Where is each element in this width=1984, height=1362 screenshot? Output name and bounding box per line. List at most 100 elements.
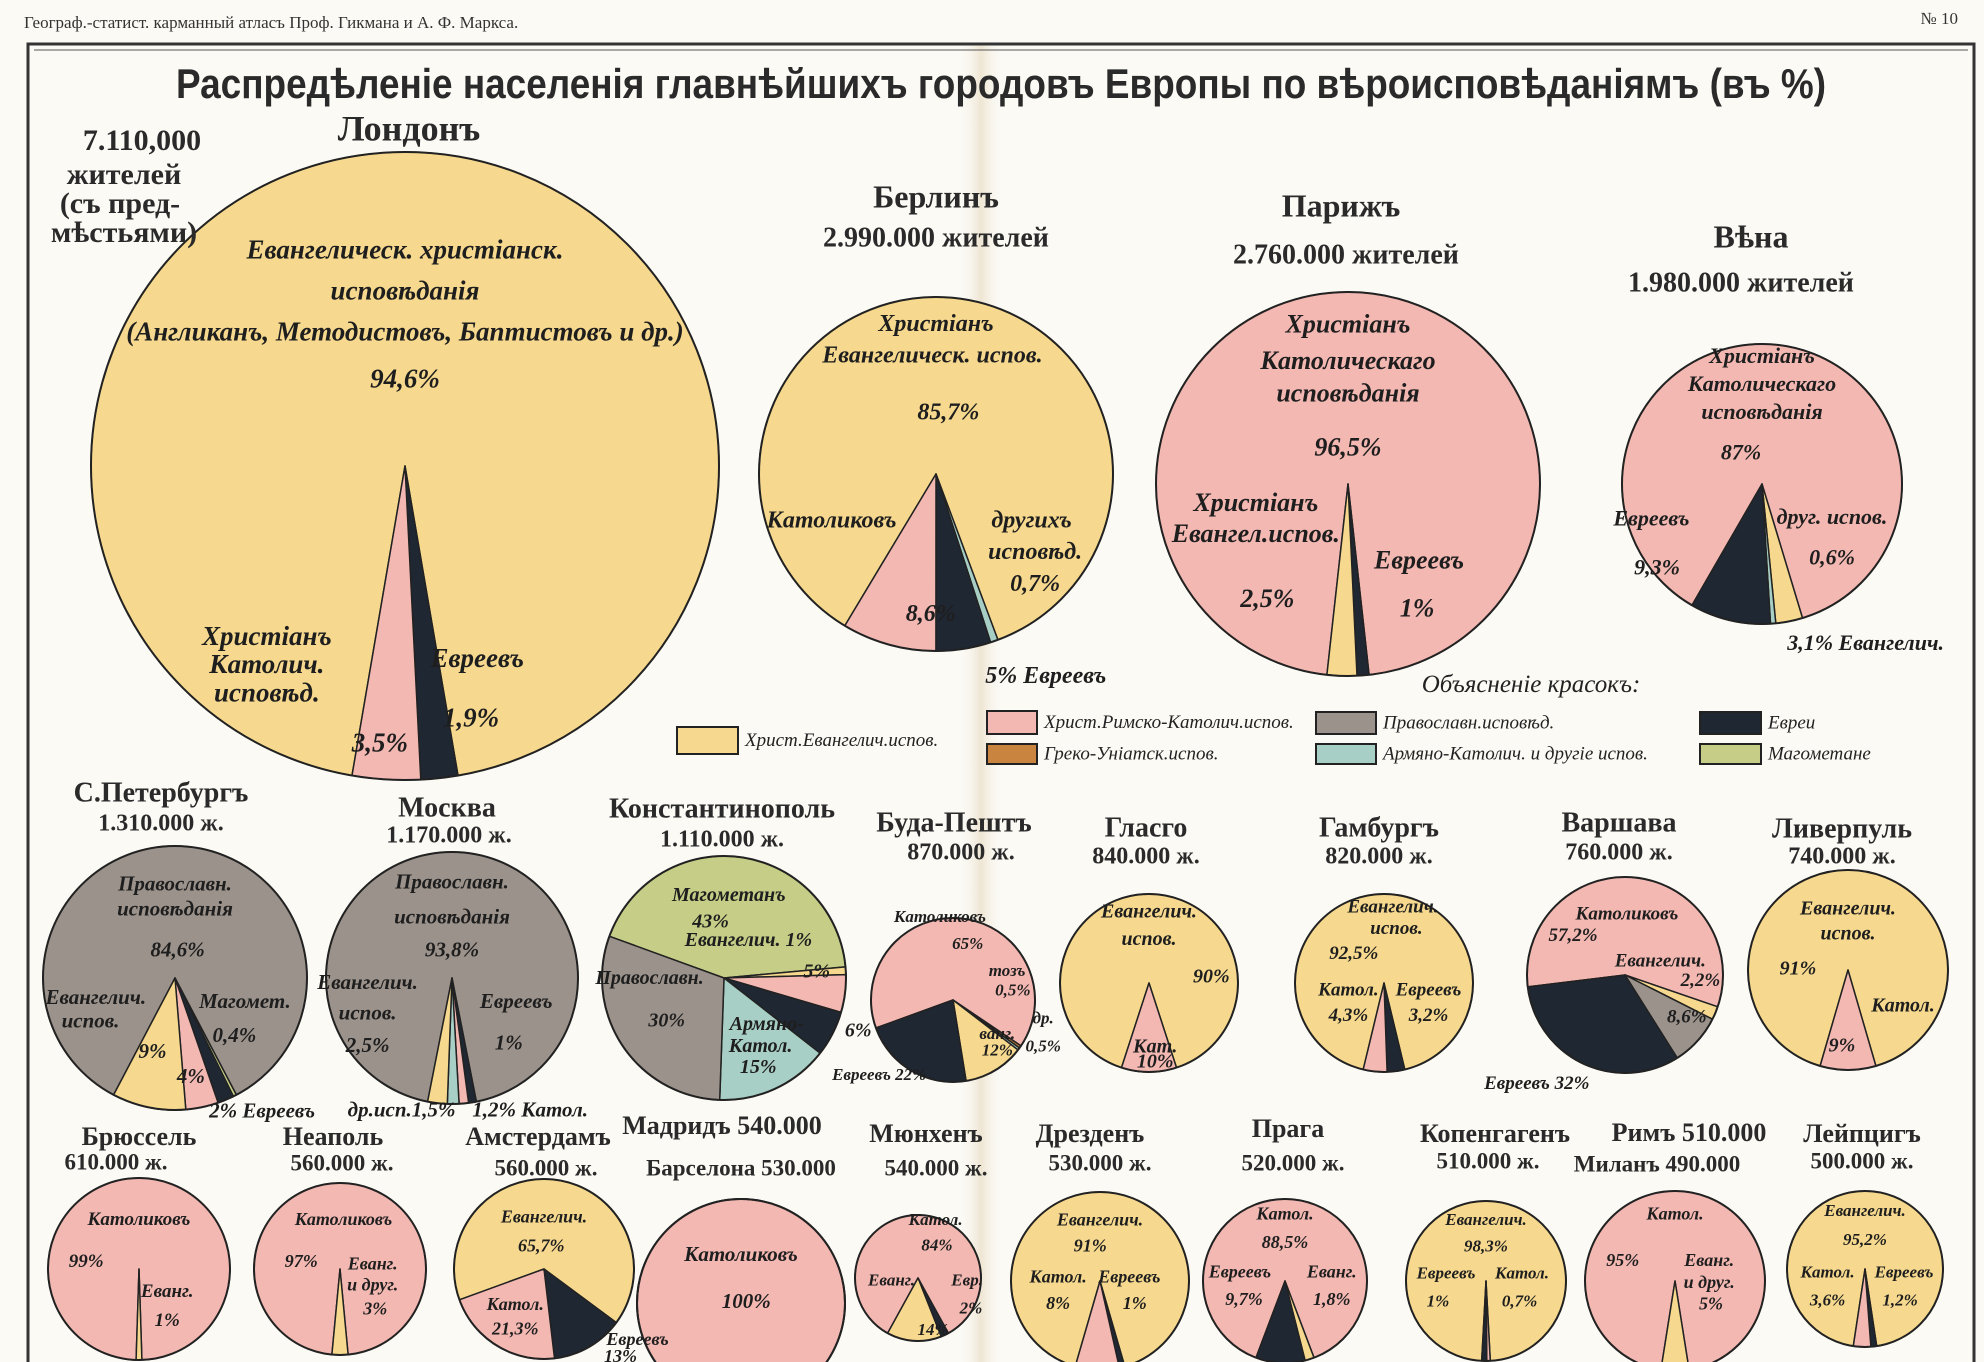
slice-label: Еванг.: [347, 1254, 398, 1274]
pie-charts: [42, 151, 1949, 1362]
slice-label: испов.: [1820, 923, 1875, 945]
city-name: Парижъ: [1282, 187, 1401, 223]
slice-label: Евангелическ. испов.: [821, 343, 1042, 369]
pie-outline: [1786, 1190, 1944, 1348]
slice-label: 2,5%: [1239, 584, 1294, 613]
pie-12: [47, 1177, 231, 1361]
slice-label: Католиковъ: [87, 1209, 191, 1230]
slice-label: 91%: [1780, 958, 1817, 980]
slice-label: ванг.: [979, 1024, 1015, 1043]
legend-label-uniate: Греко-Уніатск.испов.: [1043, 743, 1218, 764]
slice-label: Евреевъ: [1208, 1262, 1271, 1282]
city-population: 1.980.000 жителей: [1628, 267, 1854, 298]
slice-label: 85,7%: [917, 399, 979, 425]
slice-label: 9,3%: [1634, 554, 1680, 579]
pie-outline: [1155, 291, 1541, 677]
slice-label: Евреевъ 22%: [831, 1065, 926, 1084]
slice-label: 57,2%: [1549, 925, 1598, 946]
slice-label: 0,4%: [213, 1023, 257, 1047]
slice-label: Еванг.: [140, 1281, 194, 1302]
slice-label: Католиковъ: [294, 1209, 393, 1229]
pie-outline: [870, 917, 1036, 1083]
pie-outline: [1747, 869, 1949, 1071]
slice-label: Еванг.: [1306, 1262, 1357, 1282]
slice-label: Евр.: [950, 1271, 983, 1290]
pie-15: [636, 1198, 846, 1362]
city-population: 870.000 ж.: [907, 840, 1014, 866]
slice-label: Христіанъ: [877, 311, 993, 337]
slice-label: Евангелич.: [1100, 900, 1197, 922]
legend-label-orthodox: Православн.исповѣд.: [1382, 712, 1554, 733]
slice-label: 30%: [647, 1010, 685, 1032]
page-frame: [26, 42, 1976, 1362]
slice-label: исповѣданія: [1276, 379, 1419, 408]
city-population: 1.110.000 ж.: [660, 827, 784, 853]
slice-label: 1%: [1400, 594, 1435, 623]
slice-label: 0,6%: [1809, 545, 1855, 570]
slice-label: Евангелическ. христіанск.: [246, 235, 564, 265]
slice-label: 10%: [1137, 1051, 1174, 1073]
city-population: 500.000 ж.: [1811, 1148, 1914, 1173]
slice-label: Евангелич.: [1614, 951, 1706, 972]
city-population: 560.000 ж.: [495, 1155, 598, 1180]
city-name: Гласго: [1105, 812, 1188, 843]
slice-label: 4%: [176, 1064, 205, 1088]
slice-label: 92,5%: [1329, 943, 1378, 964]
slice-label: 1,9%: [443, 703, 499, 733]
legend-swatch-catholic: [986, 710, 1038, 735]
slice-label: 90%: [1193, 965, 1230, 987]
city-name: Неаполь: [283, 1122, 384, 1151]
pie-slice-catholic: [1075, 1280, 1119, 1362]
slice-label: Катол.: [1494, 1264, 1549, 1283]
legend-label-catholic: Христ.Римско-Католич.испов.: [1043, 712, 1294, 733]
slice-label: испов.: [1370, 918, 1422, 939]
pie-outline: [90, 151, 720, 781]
slice-label: 1%: [1123, 1293, 1147, 1313]
pie-outline: [47, 1177, 231, 1361]
pie-outline: [601, 855, 847, 1101]
slice-label: др.исп.1,5%: [348, 1097, 456, 1121]
slice-label: исповѣданія: [1701, 399, 1822, 424]
slice-label: 8,6%: [1667, 1006, 1707, 1027]
pie-20: [1584, 1190, 1766, 1362]
slice-label: исповѣданія: [394, 905, 510, 929]
slice-label: испов.: [1121, 928, 1176, 950]
slice-label: Евреевъ: [1874, 1263, 1934, 1282]
city-name: Римъ 510.000: [1612, 1118, 1767, 1147]
slice-label: 3,1% Евангелич.: [1786, 630, 1944, 655]
slice-label: 65%: [952, 934, 983, 953]
slice-label: Магометанъ: [671, 884, 786, 906]
city-population: 560.000 ж.: [291, 1150, 394, 1175]
slice-label: 3%: [362, 1298, 387, 1318]
slice-label: 5%: [1699, 1293, 1723, 1313]
slice-label: Евангел.испов.: [1171, 519, 1340, 548]
slice-label: 95%: [1606, 1250, 1639, 1270]
slice-label: 84,6%: [151, 937, 205, 961]
pie-outline: [854, 1214, 982, 1342]
slice-label: 2,2%: [1680, 970, 1721, 991]
slice-label: 99%: [69, 1251, 104, 1272]
slice-label: 0,7%: [1502, 1292, 1537, 1311]
slice-label: Католиковъ: [1574, 904, 1678, 925]
slice-label: 13%: [604, 1346, 637, 1362]
pie-18: [1202, 1198, 1368, 1362]
city-population: 740.000 ж.: [1788, 844, 1895, 870]
slice-label: 9%: [1829, 1035, 1856, 1057]
slice-label: Христіанъ: [1285, 310, 1411, 339]
slice-label: Евреевъ: [1416, 1264, 1476, 1283]
slice-label: 94,6%: [370, 363, 440, 393]
pie-outline: [453, 1178, 635, 1360]
slice-label: Евангелич.: [1056, 1209, 1143, 1229]
